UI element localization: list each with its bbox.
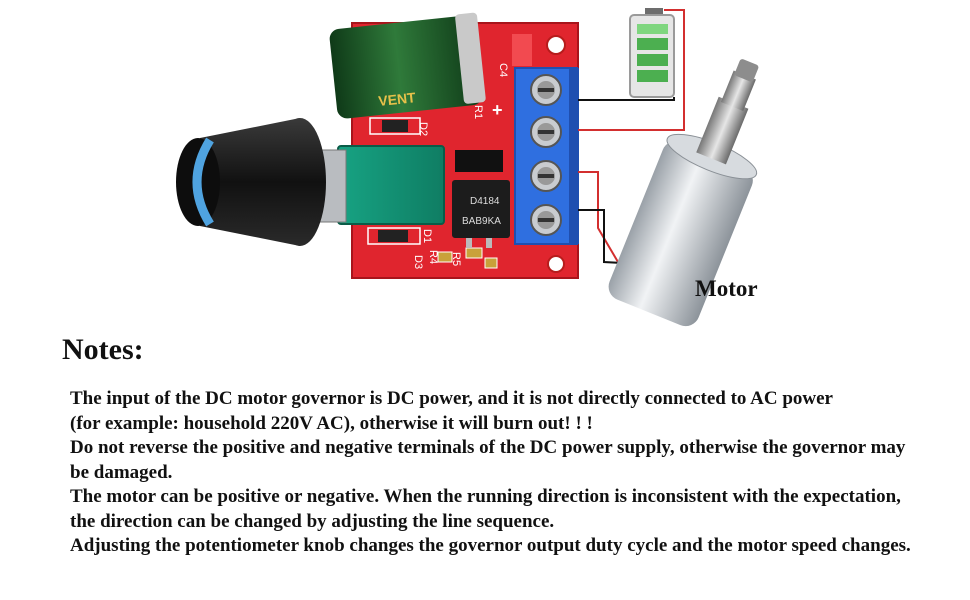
resistor-ref-r5: R5 bbox=[450, 252, 462, 266]
notes-line: the direction can be changed by adjustin… bbox=[70, 510, 555, 532]
mosfet-marking-2: BAB9KA bbox=[462, 216, 501, 227]
screw-terminal-3 bbox=[530, 160, 562, 192]
notes-line: Adjusting the potentiometer knob changes… bbox=[70, 535, 911, 556]
capacitor-ref: C4 bbox=[497, 63, 509, 77]
notes-title: Notes: bbox=[62, 333, 144, 366]
notes-line: Do not reverse the positive and negative… bbox=[70, 437, 906, 458]
wiring-illustration: C4 D2 D1 R1 R4 R5 D3 + D4184 BAB9KA bbox=[176, 8, 759, 327]
knob bbox=[176, 118, 326, 246]
notes-line: The motor can be positive or negative. W… bbox=[70, 486, 901, 507]
mosfet-marking-1: D4184 bbox=[470, 196, 500, 207]
notes-body: The input of the DC motor governor is DC… bbox=[70, 387, 950, 559]
notes-line: be damaged. bbox=[70, 461, 173, 483]
screw-terminal-4 bbox=[530, 204, 562, 236]
battery-icon bbox=[629, 8, 675, 98]
notes-line: (for example: household 220V AC), otherw… bbox=[70, 412, 593, 434]
capacitor: VENT bbox=[329, 12, 486, 119]
resistor-ref-r1: R1 bbox=[472, 105, 484, 119]
terminal-block bbox=[514, 67, 579, 245]
diode-ref-d1: D1 bbox=[421, 229, 433, 243]
notes-line: The input of the DC motor governor is DC… bbox=[70, 388, 833, 409]
screw-terminal-2 bbox=[530, 116, 562, 148]
motor-label: Motor bbox=[695, 276, 758, 301]
plus-sign: + bbox=[492, 100, 503, 120]
motor bbox=[608, 59, 759, 327]
diode-ref-d2: D2 bbox=[417, 122, 429, 136]
resistor-ref-r4: R4 bbox=[427, 250, 439, 264]
mosfet: D4184 BAB9KA bbox=[452, 180, 510, 248]
screw-terminal-1 bbox=[530, 74, 562, 106]
capacitor-brand: VENT bbox=[378, 89, 417, 109]
misc-ref-d3: D3 bbox=[412, 255, 424, 269]
